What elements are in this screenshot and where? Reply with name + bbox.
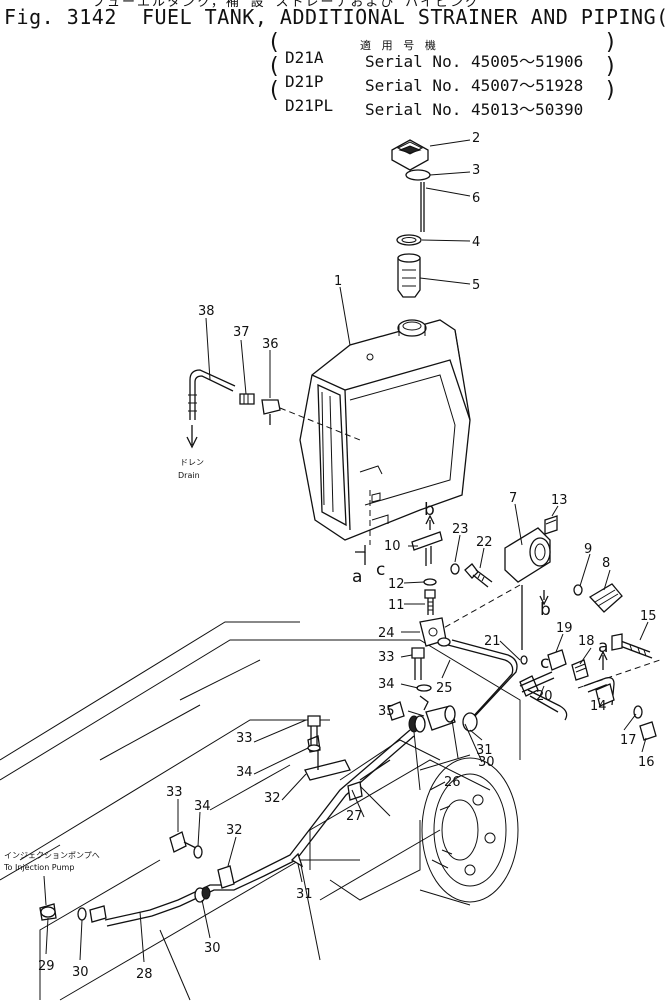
part-label: 4 — [472, 235, 480, 250]
part-label: 15 — [640, 609, 657, 624]
part-label: 17 — [620, 733, 637, 748]
part-label: 32 — [226, 823, 243, 838]
paren-right: ) — [606, 54, 615, 79]
view-letter-a: a — [352, 567, 362, 587]
part-label: 25 — [436, 681, 453, 696]
model-d21pl: D21PL — [285, 96, 334, 115]
filler-cap-assembly — [391, 139, 431, 298]
paren-left: ( — [270, 54, 279, 79]
part-label: 2 — [472, 131, 480, 146]
part-label: 19 — [556, 621, 573, 636]
part-label: 11 — [388, 598, 405, 613]
fuel-tank — [299, 319, 471, 565]
engine-flywheel — [419, 754, 519, 906]
part-label: 26 — [444, 775, 461, 790]
part-label: 3 — [472, 163, 480, 178]
part-label: 37 — [233, 325, 250, 340]
part-label: 33 — [166, 785, 183, 800]
clamp-bracket-left — [169, 831, 235, 889]
right-pipe-assembly — [519, 633, 661, 741]
part-label: 21 — [484, 634, 501, 649]
part-label: 22 — [476, 535, 493, 550]
part-label: 31 — [476, 743, 493, 758]
injection-label-en: To Injection Pump — [3, 863, 74, 872]
part-label: 27 — [346, 809, 363, 824]
arrow — [598, 650, 608, 661]
tractor-body — [0, 621, 521, 1001]
injection-leader — [43, 875, 47, 906]
part-label: 34 — [378, 677, 395, 692]
drain-assembly — [186, 369, 361, 449]
model-d21p: D21P — [285, 72, 324, 91]
part-label: 35 — [378, 704, 395, 719]
part-label: 30 — [72, 965, 89, 980]
main-pipe — [104, 701, 415, 927]
part-label: 7 — [509, 491, 517, 506]
part-label: 24 — [378, 626, 395, 641]
part-label: 6 — [472, 191, 480, 206]
model-d21a: D21A — [285, 48, 324, 67]
view-letter-a: a — [598, 637, 608, 657]
part-label: 8 — [602, 556, 610, 571]
part-labels: 2 3 6 4 5 1 38 37 36 7 13 23 22 10 9 8 1… — [38, 131, 657, 982]
annotations: ドレン Drain インジェクションポンプへ To Injection Pump — [3, 458, 204, 906]
part-label: 29 — [38, 959, 55, 974]
arrow — [539, 595, 549, 606]
drain-label-jp: ドレン — [180, 458, 204, 467]
paren-left: ( — [270, 30, 279, 55]
serial-d21p: Serial No. 45007～51928 — [365, 76, 584, 95]
part-label: 38 — [198, 304, 215, 319]
japanese-title: フューエルタンク，補 設 ストレーナおよび パイピング — [92, 0, 481, 10]
arrow — [425, 514, 435, 525]
part-label: 34 — [194, 799, 211, 814]
part-label: 9 — [584, 542, 592, 557]
part-label: 33 — [236, 731, 253, 746]
part-label: 5 — [472, 278, 480, 293]
part-label: 30 — [204, 941, 221, 956]
part-label: 12 — [388, 577, 405, 592]
left-end-fittings — [39, 886, 211, 923]
figure-title: Fig. 3142 FUEL TANK, ADDITIONAL STRAINER… — [4, 5, 668, 29]
view-letter-b: b — [540, 600, 551, 620]
clamp-bracket-center — [304, 715, 351, 781]
part-label: 23 — [452, 522, 469, 537]
block-assembly — [408, 617, 456, 733]
part-label: 16 — [638, 755, 655, 770]
paren-right: ) — [606, 78, 615, 103]
part-label: 33 — [378, 650, 395, 665]
part-label: 20 — [536, 689, 553, 704]
applicability-heading: 適 用 号 機 — [360, 39, 438, 52]
part-label: 18 — [578, 634, 595, 649]
view-letter-c: c — [376, 560, 385, 580]
view-letter-c: c — [540, 653, 549, 673]
view-letter-b: b — [424, 500, 435, 520]
pipe-25 — [437, 637, 518, 732]
part-label: 10 — [384, 539, 401, 554]
leader-lines — [45, 139, 649, 963]
part-label: 13 — [551, 493, 568, 508]
injection-label-jp: インジェクションポンプへ — [4, 851, 100, 860]
part-label: 32 — [264, 791, 281, 806]
part-label: 30 — [478, 755, 495, 770]
paren-right: ) — [606, 30, 615, 55]
drain-label-en: Drain — [178, 471, 200, 480]
paren-left: ( — [270, 78, 279, 103]
serial-d21a: Serial No. 45005～51906 — [365, 52, 584, 71]
view-letters: b c a b c a — [352, 500, 608, 673]
serial-d21pl: Serial No. 45013～50390 — [365, 100, 584, 119]
strainer-assembly — [439, 515, 623, 665]
part-label: 28 — [136, 967, 153, 982]
part-label: 31 — [296, 887, 313, 902]
part-label: 1 — [334, 274, 342, 289]
part-label: 36 — [262, 337, 279, 352]
part-label: 34 — [236, 765, 253, 780]
part-label: 14 — [590, 699, 607, 714]
bracket-assembly — [411, 531, 493, 615]
